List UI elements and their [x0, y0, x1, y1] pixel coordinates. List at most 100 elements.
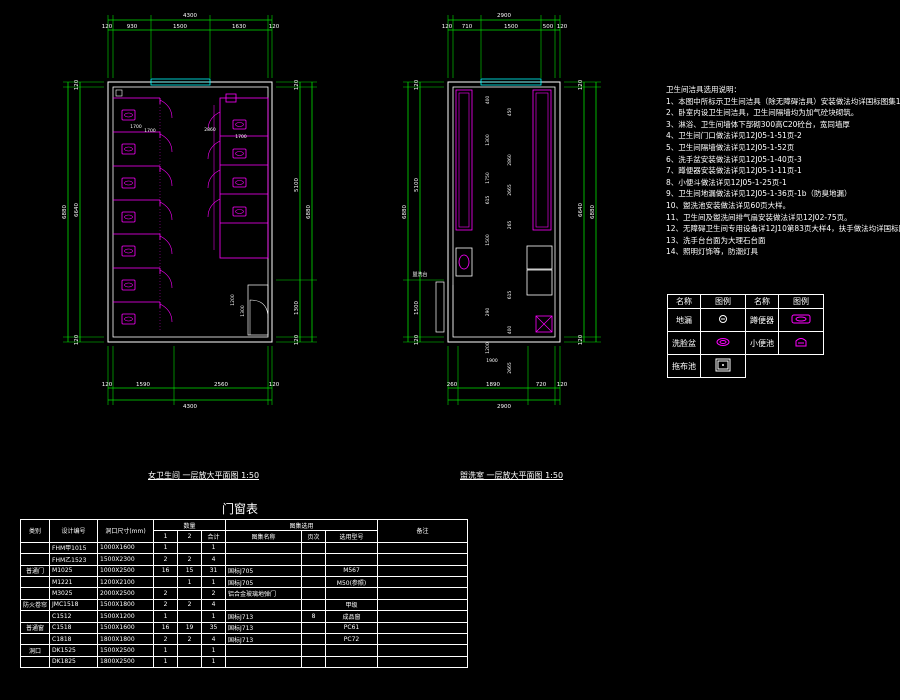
counter-right-inner [535, 92, 549, 228]
table-header: 洞口尺寸(mm) [97, 519, 155, 543]
table-cell: 4 [201, 553, 227, 566]
squat-toilet-bowl [124, 214, 133, 220]
table-cell: 4 [201, 632, 227, 646]
table-cell [325, 553, 379, 566]
squat-toilet [121, 245, 136, 257]
dimension-label: 1500 [414, 301, 420, 315]
squat-toilet [121, 313, 136, 325]
dimension-label: 120 [557, 382, 568, 388]
table-cell [301, 632, 327, 646]
dimension-label: 1200 [230, 294, 236, 306]
table-cell: PC61 [325, 621, 379, 634]
table-cell: 2 [153, 587, 179, 600]
dimension-label: 720 [536, 382, 547, 388]
table-cell: M50(参照) [325, 575, 379, 589]
squat-toilet-bowl [235, 151, 244, 156]
table-cell [377, 632, 469, 646]
table-cell: JMC1518 [49, 598, 99, 612]
table-cell [301, 541, 327, 555]
door-swing [159, 99, 173, 119]
entrance [435, 281, 445, 333]
door-swing [159, 167, 173, 187]
table-subheader: 选用型号 [325, 530, 379, 543]
table-cell: 2 [201, 587, 227, 600]
table-cell: 国标J713 [225, 610, 303, 623]
dimension-label: 5100 [414, 178, 420, 192]
table-cell [301, 644, 327, 657]
table-cell: C1818 [49, 632, 99, 646]
dimension-label: 120 [102, 24, 113, 30]
stall-block [219, 97, 269, 259]
squat-toilet [121, 143, 136, 155]
table-header: 数量 [153, 518, 227, 532]
legend-item-label: 拖布池 [667, 354, 701, 378]
table-subheader: 2 [177, 530, 203, 543]
legend-table: 名称 图例 名称 图例 地漏 蹲便器 洗脸盆 小便池 拖布池 [667, 294, 824, 378]
dimension-label: 120 [269, 24, 280, 30]
table-cell: 1 [201, 610, 227, 623]
squat-toilet-bowl [235, 209, 244, 214]
squat-toilet-icon [778, 308, 824, 332]
table-cell [301, 598, 327, 612]
table-cell [301, 564, 327, 577]
legend-item-label: 蹲便器 [745, 308, 779, 332]
note-line: 10、盥洗池安装做法详见60页大样。 [666, 200, 791, 210]
table-cell: 1 [201, 541, 227, 555]
dimension-label: 290 [485, 308, 491, 317]
table-cell [301, 655, 327, 669]
table-cell: 2 [177, 598, 203, 612]
dimension-label: 2900 [497, 13, 511, 19]
dimension-label: 6880 [402, 205, 408, 219]
dimension-label: 1630 [232, 24, 246, 30]
dimension-label: 120 [442, 24, 453, 30]
counter-left [455, 89, 473, 231]
table-header: 类别 [19, 519, 51, 543]
notes-heading: 卫生间洁具选用说明： [666, 85, 741, 94]
dimension-label: 1300 [485, 134, 491, 146]
dimension-label: 1500 [504, 24, 518, 30]
table-cell: 国标J713 [225, 621, 303, 634]
dimension-label: 1590 [136, 382, 150, 388]
table-cell: 1500X2300 [97, 553, 155, 566]
squat-toilet [232, 119, 247, 130]
door-swing [159, 133, 173, 153]
dimension-label: 1500 [173, 24, 187, 30]
table-cell [225, 553, 303, 566]
counter-right [532, 89, 552, 231]
table-cell: 1500X1200 [97, 610, 155, 623]
note-line: 12、无障碍卫生间专用设备详12J10第83页大样4，扶手做法均详国标图集。 [666, 224, 900, 234]
note-line: 4、卫生间门口做法详见12J05-1-51页-2 [666, 131, 802, 141]
squat-toilet [121, 109, 136, 121]
table-cell: 4 [201, 598, 227, 612]
legend-header: 图例 [700, 294, 746, 309]
table-cell: 1 [177, 575, 203, 589]
door-swing [207, 169, 221, 189]
note-line: 7、蹲便器安装做法详见12J05-1-11页-1 [666, 166, 802, 176]
note-line: 5、卫生间隔墙做法详见12J05-1-52页 [666, 142, 795, 152]
dimension-label: 2900 [497, 404, 511, 410]
dimension-label: 2665 [507, 184, 513, 196]
door-swing [207, 111, 221, 131]
table-cell [225, 644, 303, 657]
table-cell [325, 655, 379, 669]
table-cell: 1200X2100 [97, 575, 155, 589]
appliance-box [526, 245, 553, 270]
squat-toilet-bowl [124, 316, 133, 322]
dimension-label: 120 [269, 382, 280, 388]
mop-sink-icon [700, 354, 746, 378]
table-cell [377, 644, 469, 657]
table-cell [177, 610, 203, 623]
table-subheader: 页次 [301, 530, 327, 543]
note-line: 13、洗手台台面为大理石台面 [666, 235, 766, 245]
door-swing [207, 198, 221, 218]
table-cell: 1500X1800 [97, 598, 155, 612]
left-plan-title: 女卫生间 一层放大平面图 1:50 [148, 471, 260, 480]
squat-toilet-bowl [124, 180, 133, 186]
